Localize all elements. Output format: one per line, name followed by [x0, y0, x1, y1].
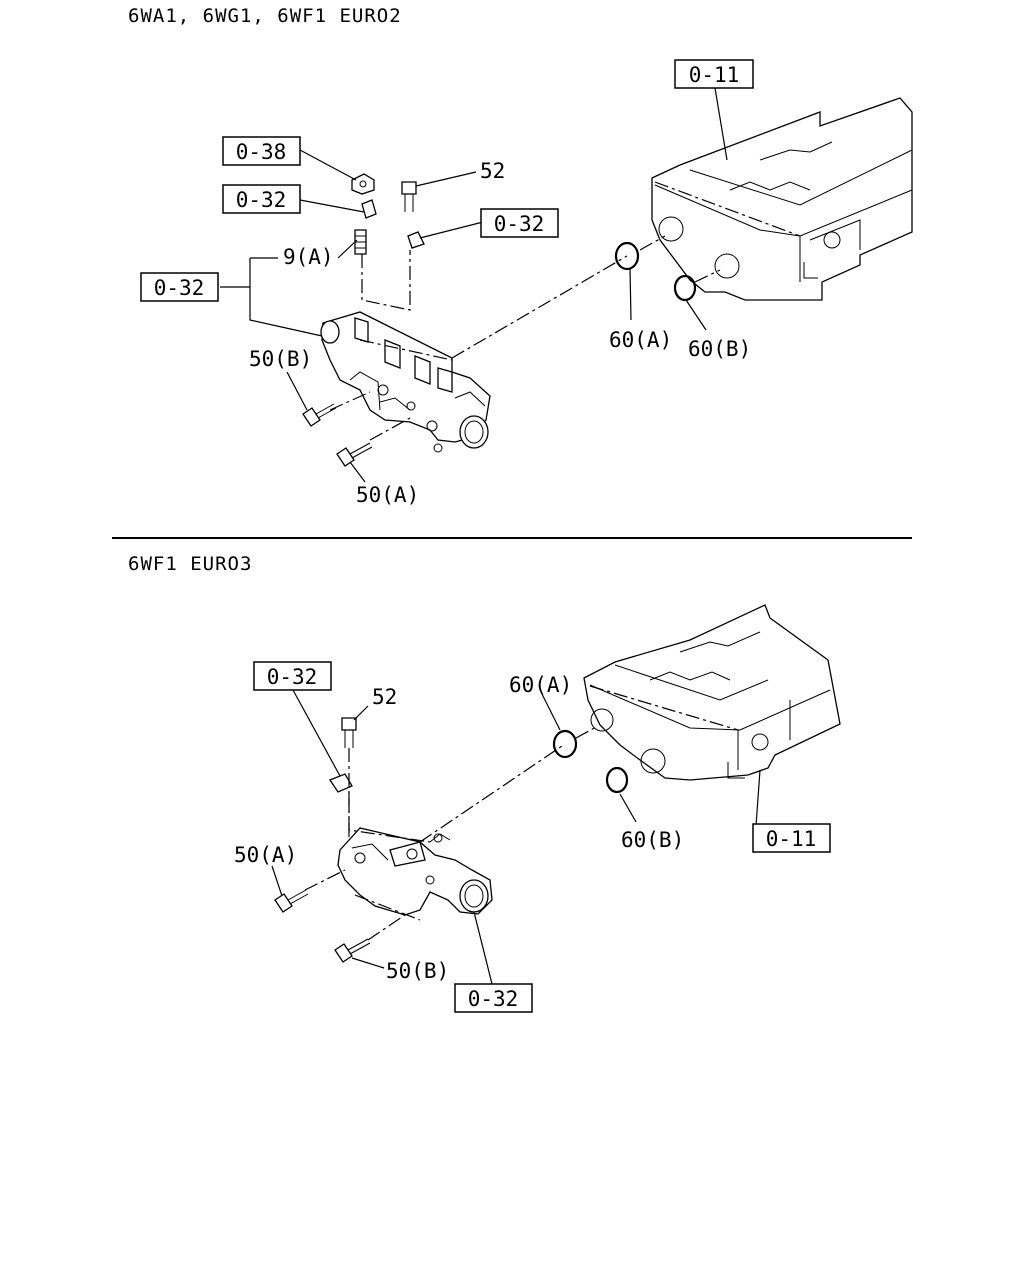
stud-9a-drawing [354, 229, 367, 255]
callout-60a: 60(A) [509, 673, 572, 697]
ref-box-0-38: 0-38 [222, 136, 301, 166]
callout-50a: 50(A) [356, 483, 419, 507]
svg-text:0-11: 0-11 [766, 827, 817, 851]
o-ring-60b [673, 274, 697, 302]
svg-text:0-32: 0-32 [494, 212, 545, 236]
o-ring-60a [614, 241, 640, 271]
cylinder-head-drawing [651, 97, 913, 301]
callout-9a: 9(A) [283, 245, 334, 269]
bracket-drawing [361, 199, 425, 249]
bolt-50b-drawing [334, 938, 371, 963]
thermostat-housing-drawing [337, 827, 493, 916]
svg-text:0-32: 0-32 [236, 188, 287, 212]
svg-text:0-32: 0-32 [267, 665, 318, 689]
ref-box-0-32: 0-32 [480, 208, 559, 238]
svg-text:0-32: 0-32 [468, 987, 519, 1011]
callout-60a: 60(A) [609, 328, 672, 352]
section-euro3: 6WF1 EURO3 [128, 553, 841, 1013]
nut-0-38-drawing [351, 173, 375, 195]
svg-text:0-32: 0-32 [154, 276, 205, 300]
bolt-50b-drawing [302, 403, 337, 427]
bolt-52-drawing [401, 181, 417, 212]
ref-box-0-32: 0-32 [454, 983, 533, 1013]
section-header: 6WF1 EURO3 [128, 553, 252, 575]
bolt-50a-drawing [274, 889, 309, 913]
section-euro2: 6WA1, 6WG1, 6WF1 EURO2 [128, 5, 913, 507]
svg-text:0-38: 0-38 [236, 140, 287, 164]
ref-box-0-32: 0-32 [253, 661, 332, 691]
section-header: 6WA1, 6WG1, 6WF1 EURO2 [128, 5, 402, 27]
bolt-50a-drawing [336, 442, 373, 467]
callout-52: 52 [480, 159, 505, 183]
callout-50a: 50(A) [234, 843, 297, 867]
callout-50b: 50(B) [386, 959, 449, 983]
o-ring-60a [552, 729, 578, 759]
callout-50b: 50(B) [249, 347, 312, 371]
cylinder-head-drawing [583, 604, 841, 781]
callout-60b: 60(B) [688, 337, 751, 361]
ref-box-0-11: 0-11 [674, 59, 754, 89]
ref-box-0-11: 0-11 [752, 823, 831, 853]
callout-52: 52 [372, 685, 397, 709]
svg-text:0-11: 0-11 [689, 63, 740, 87]
o-ring-60b [605, 766, 629, 794]
ref-box-0-32: 0-32 [222, 184, 301, 214]
callout-60b: 60(B) [621, 828, 684, 852]
ref-box-0-32: 0-32 [140, 272, 219, 302]
bolt-52-drawing [341, 717, 357, 748]
thermostat-housing-drawing [320, 311, 491, 453]
